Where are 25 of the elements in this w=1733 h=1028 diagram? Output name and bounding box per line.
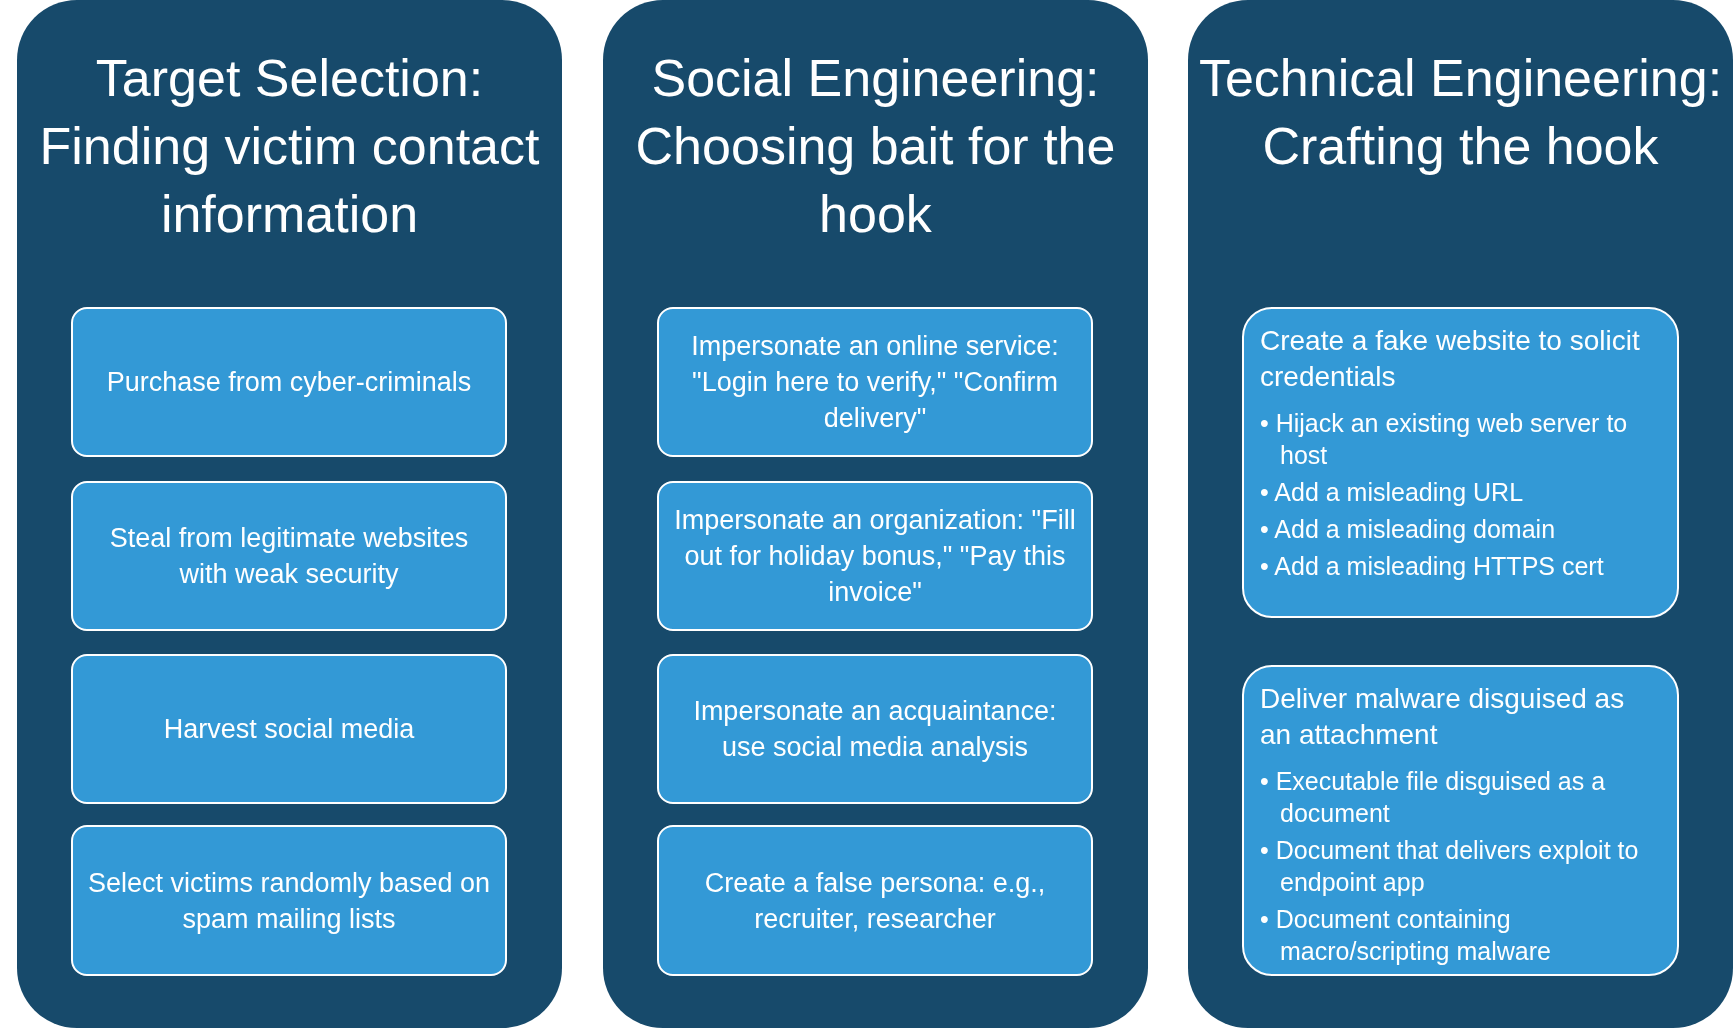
- step-card: [1242, 307, 1679, 618]
- bullet-item: • Add a misleading URL: [1260, 477, 1525, 508]
- step-card: [1242, 665, 1679, 976]
- step-box: Purchase from cyber-criminals: [71, 307, 507, 457]
- step-box: Select victims randomly based on spam mailing lists: [71, 825, 507, 976]
- step-box: Create a false persona: e.g., recruiter, researcher: [657, 825, 1093, 976]
- column-panel: [603, 0, 1148, 1028]
- step-box: Impersonate an online service: "Login here to verify," "Confirm delivery": [657, 307, 1093, 457]
- column-panel: [17, 0, 562, 1028]
- card-heading: Create a fake website to solicit credentials: [1260, 324, 1641, 394]
- column-heading: Target Selection: Finding victim contact information: [38, 48, 541, 245]
- column-panel: [1188, 0, 1733, 1028]
- step-box: Impersonate an organization: "Fill out for holiday bonus," "Pay this invoice": [657, 481, 1093, 631]
- bullet-item: • Add a misleading HTTPS cert: [1260, 551, 1605, 582]
- column-heading: Technical Engineering: Crafting the hook: [1198, 48, 1723, 177]
- step-box: Impersonate an acquaintance: use social media analysis: [657, 654, 1093, 804]
- bullet-item: • Executable file disguised as a document: [1260, 766, 1607, 829]
- step-box: Harvest social media: [71, 654, 507, 804]
- bullet-item: • Document containing macro/scripting malware: [1260, 904, 1552, 967]
- card-heading: Deliver malware disguised as an attachment: [1260, 682, 1626, 752]
- bullet-item: • Document that delivers exploit to endpoint app: [1260, 835, 1640, 898]
- column-heading: Social Engineering: Choosing bait for the hook: [634, 48, 1117, 245]
- bullet-item: • Hijack an existing web server to host: [1260, 408, 1629, 471]
- bullet-item: • Add a misleading domain: [1260, 514, 1557, 545]
- step-box: Steal from legitimate websites with weak security: [71, 481, 507, 631]
